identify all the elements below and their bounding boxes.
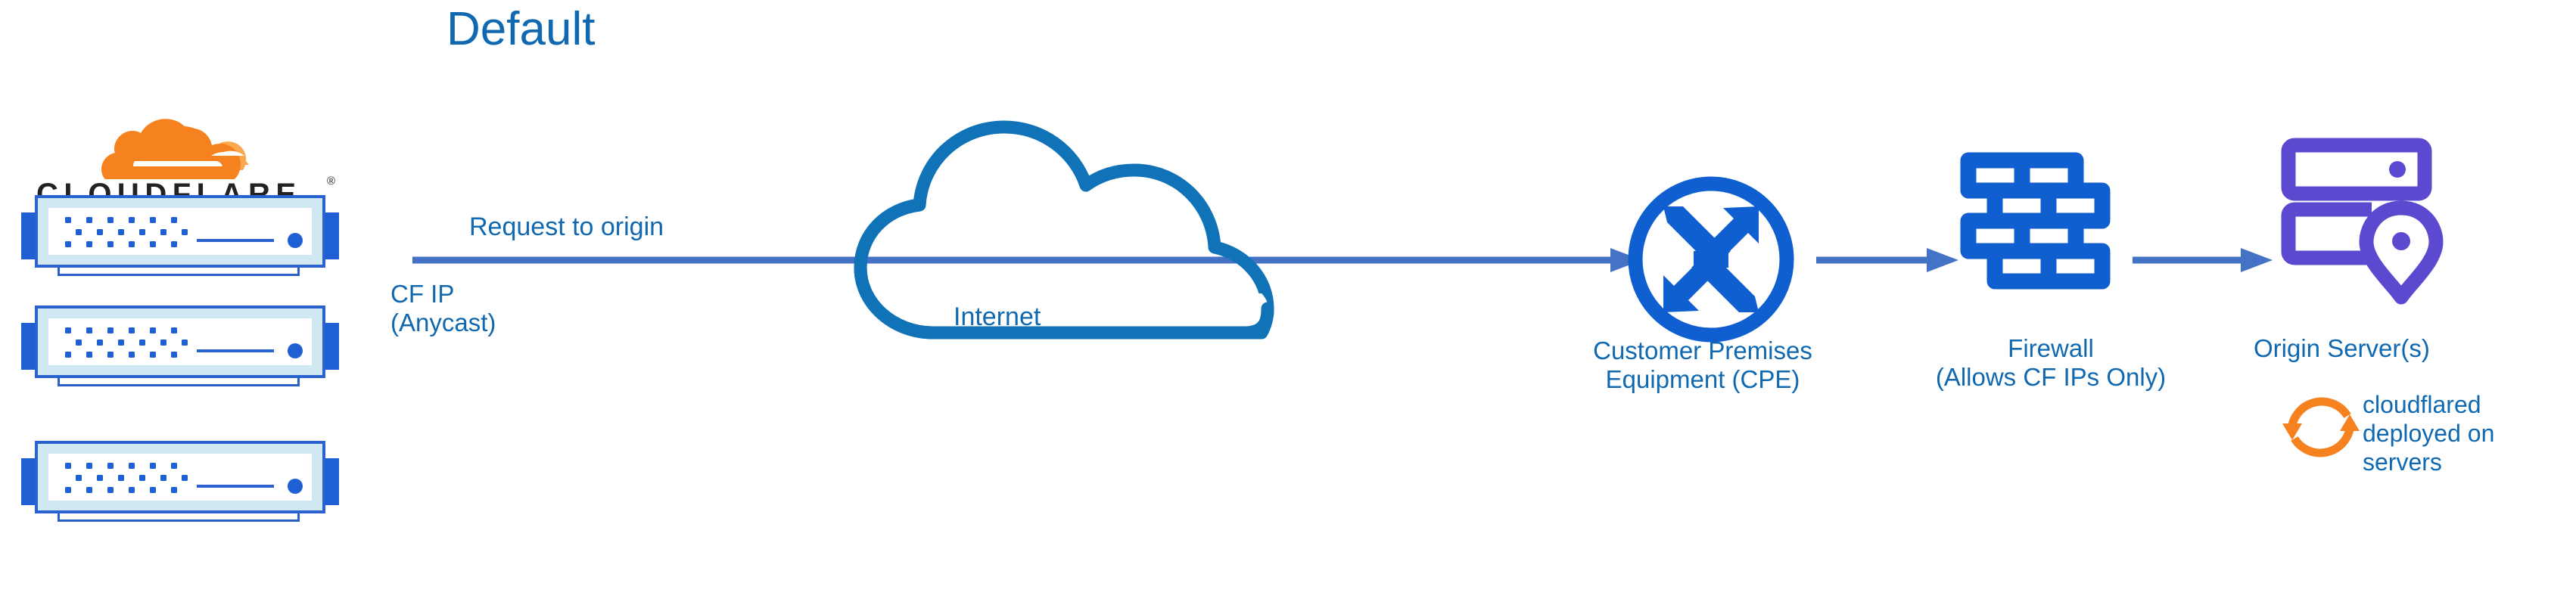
cloudflare-server-1 [21, 195, 339, 277]
cpe-label: Customer Premises Equipment (CPE) [1593, 336, 1812, 393]
server-chassis [35, 195, 325, 268]
router-four-arrows-circle-icon [1628, 176, 1794, 343]
arrow-firewall-to-origin [2133, 248, 2273, 272]
cloudflare-server-2 [21, 305, 339, 387]
server-bracket-left [21, 212, 38, 259]
server-led-indicator [288, 479, 303, 494]
server-bracket-right [322, 323, 339, 370]
server-led-indicator [288, 233, 303, 248]
server-stack-map-pin-icon [2281, 138, 2444, 305]
request-to-origin-label: Request to origin [469, 212, 664, 241]
server-bracket-right [322, 458, 339, 505]
server-bracket-left [21, 458, 38, 505]
cloudflared-label: cloudflared deployed on servers [2363, 391, 2495, 476]
arrow-request-to-origin [412, 248, 1642, 272]
page-title: Default [446, 3, 596, 55]
brick-wall-icon [1960, 152, 2111, 290]
cloudflare-cloud-logo-icon [101, 119, 249, 179]
cloud-bottom-arc [854, 198, 1274, 340]
server-chassis [35, 305, 325, 378]
server-bracket-right [322, 212, 339, 259]
cf-ip-anycast-label: CF IP (Anycast) [390, 280, 496, 336]
registered-trademark-symbol: ® [327, 175, 336, 188]
internet-label: Internet [954, 302, 1041, 331]
server-status-line [197, 239, 274, 242]
cloudflare-server-3 [21, 441, 339, 523]
arrow-cpe-to-firewall [1816, 248, 1958, 272]
circular-sync-arrows-icon [2282, 397, 2360, 457]
firewall-label: Firewall (Allows CF IPs Only) [1935, 334, 2167, 391]
server-faceplate [48, 208, 312, 255]
server-led-indicator [288, 343, 303, 358]
origin-server-label: Origin Server(s) [2254, 334, 2430, 362]
server-faceplate [48, 454, 312, 501]
server-status-line [197, 485, 274, 488]
server-faceplate [48, 318, 312, 365]
server-chassis [35, 441, 325, 513]
server-bracket-left [21, 323, 38, 370]
server-status-line [197, 349, 274, 352]
